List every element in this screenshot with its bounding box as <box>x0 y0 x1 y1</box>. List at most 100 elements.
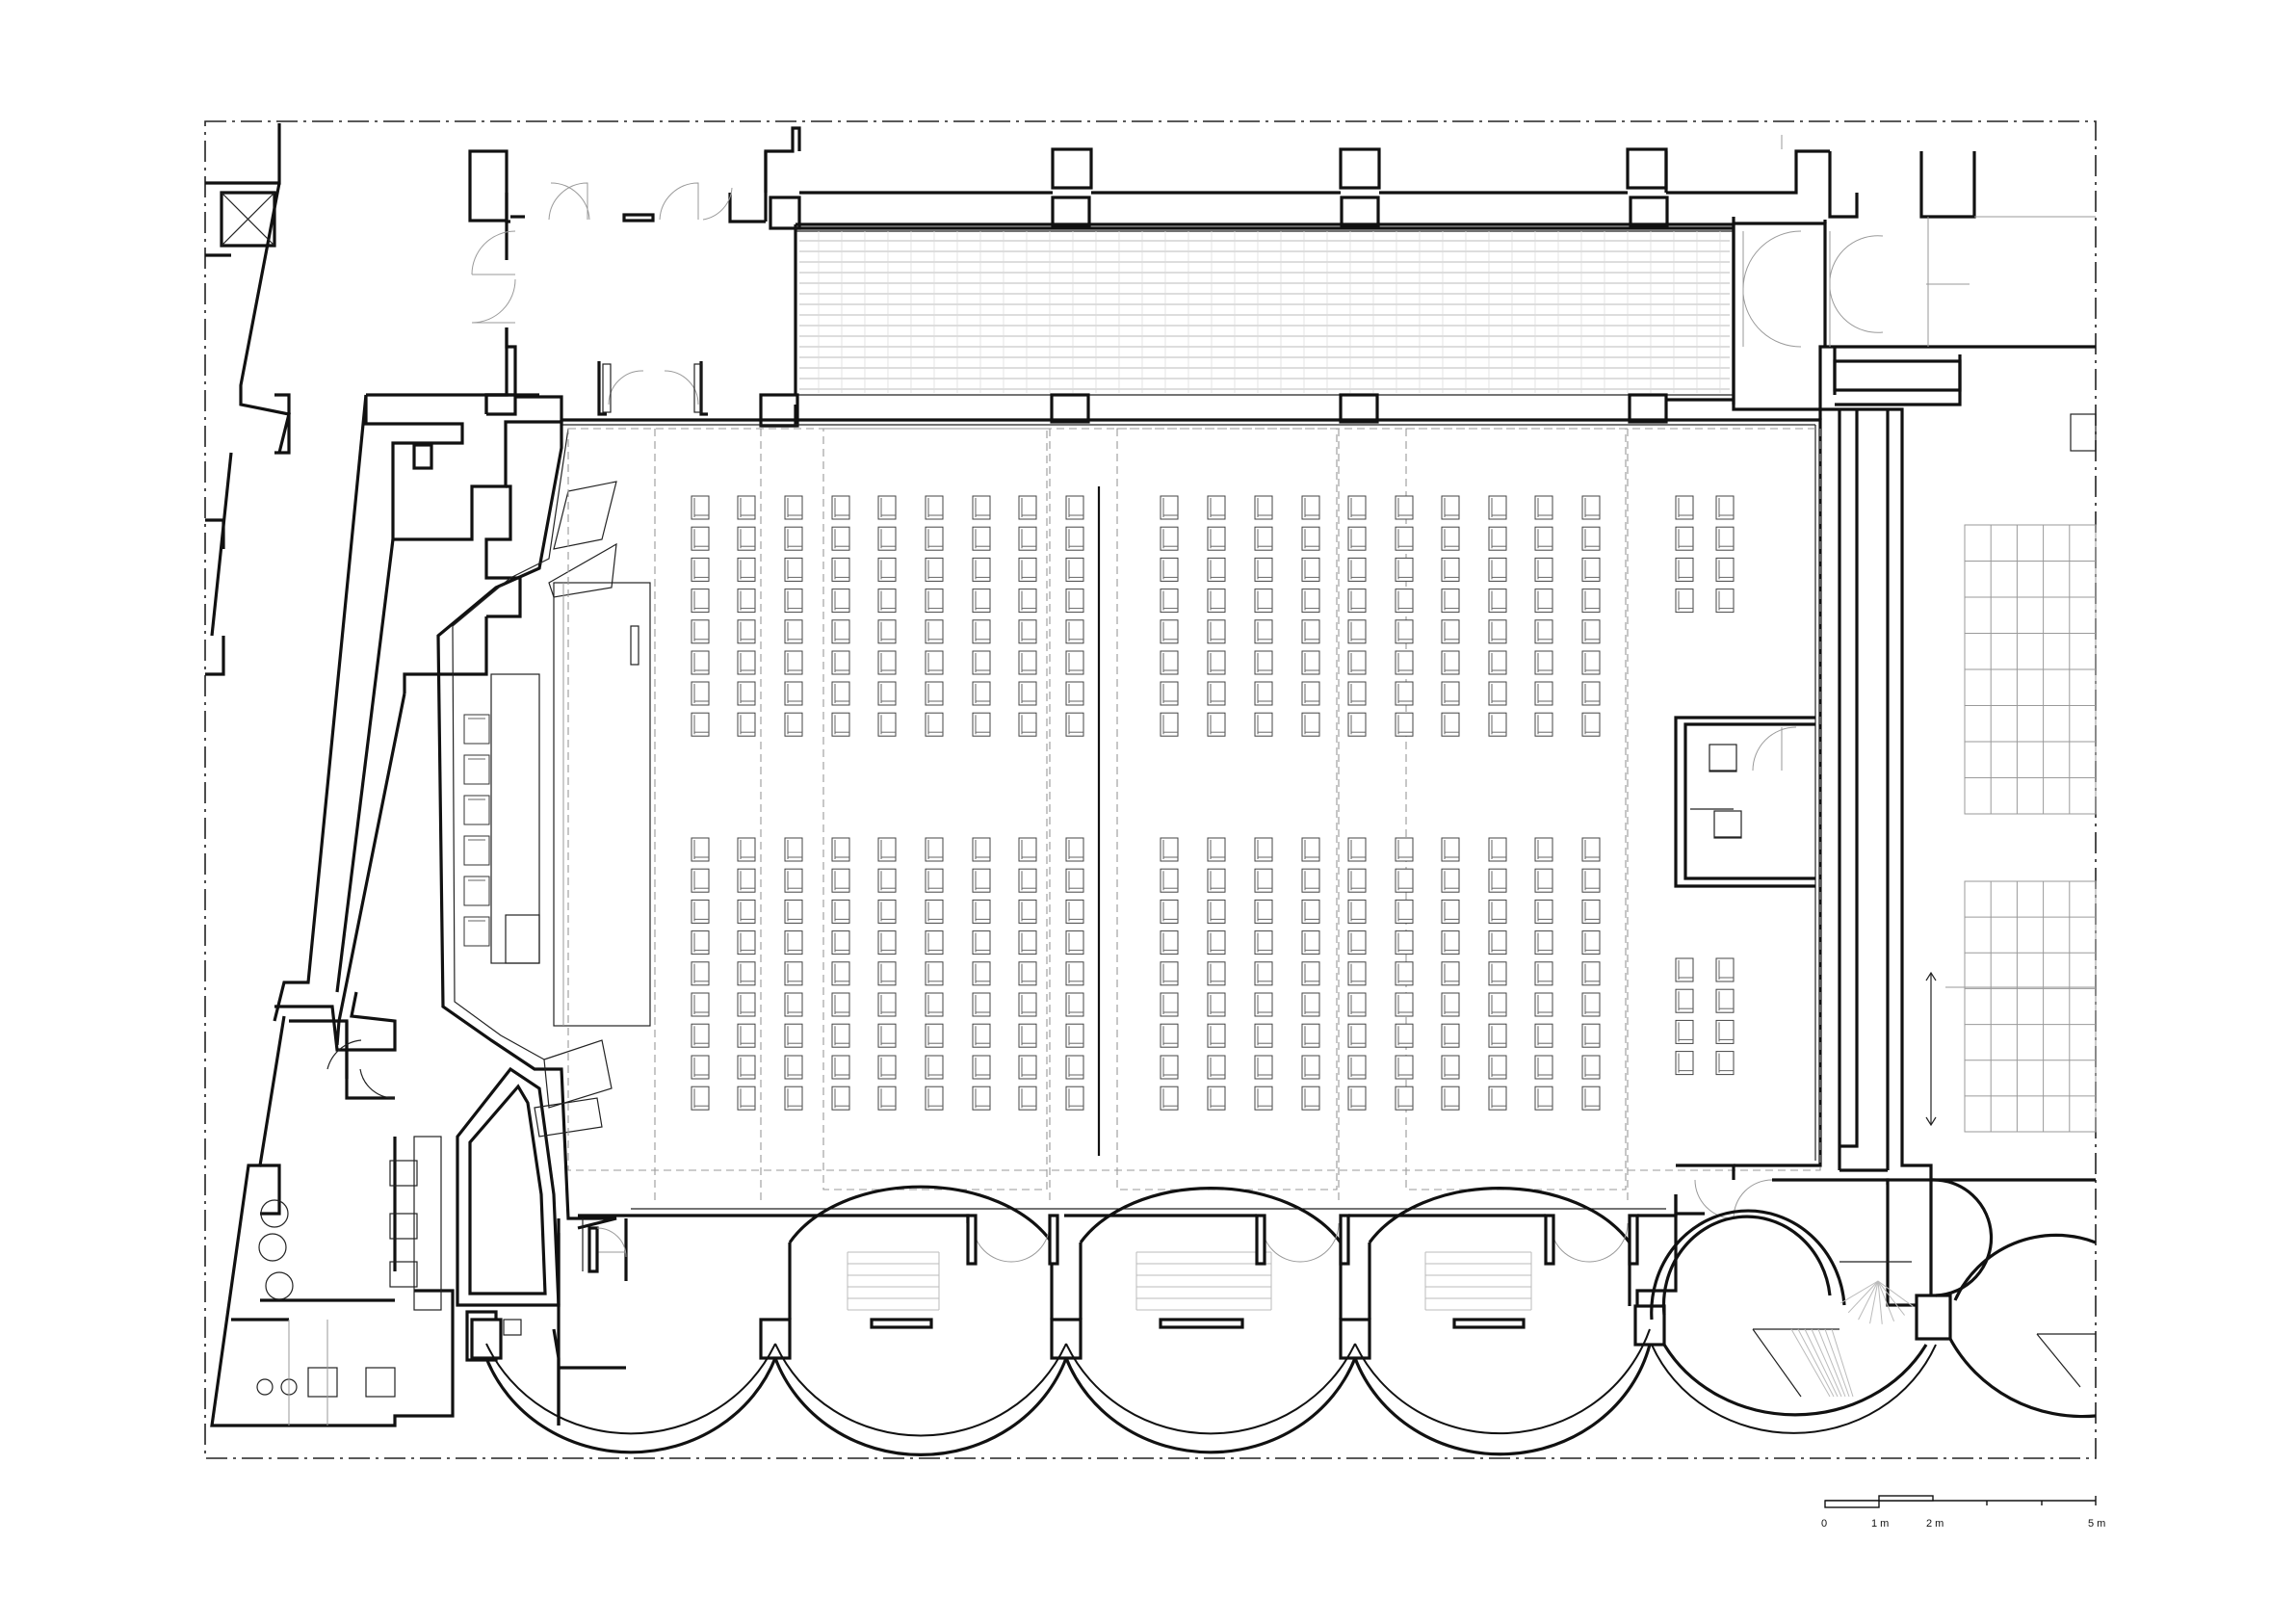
seat <box>972 961 991 986</box>
seat <box>877 650 897 675</box>
left-corridor-walls <box>273 393 563 1046</box>
seat <box>1301 712 1320 737</box>
seat <box>1065 712 1084 737</box>
seat <box>784 1055 803 1080</box>
seat <box>1254 992 1273 1017</box>
seat <box>972 619 991 644</box>
seat <box>972 650 991 675</box>
seat <box>1675 1019 1694 1044</box>
seat <box>1395 619 1414 644</box>
seat <box>925 961 944 986</box>
scale-label-1m: 1 m <box>1871 1518 1889 1530</box>
seat <box>1018 1055 1037 1080</box>
seat <box>1395 899 1414 924</box>
seat <box>1581 930 1601 955</box>
seat <box>1065 930 1084 955</box>
seat <box>1018 650 1037 675</box>
seat <box>1065 650 1084 675</box>
seat <box>784 1023 803 1048</box>
seat <box>1160 619 1179 644</box>
seat <box>1254 712 1273 737</box>
seat <box>1254 526 1273 551</box>
seat <box>1254 619 1273 644</box>
seat <box>1160 495 1179 520</box>
seat <box>1254 961 1273 986</box>
seat <box>1018 557 1037 582</box>
seat <box>1160 868 1179 893</box>
seat <box>1065 619 1084 644</box>
control-booth <box>1674 716 1815 888</box>
seat <box>972 930 991 955</box>
seat <box>1065 1055 1084 1080</box>
desk-chair <box>463 795 490 825</box>
seat <box>1675 589 1694 614</box>
seat <box>1581 619 1601 644</box>
seat <box>972 899 991 924</box>
left-neighbour-walls <box>205 123 291 676</box>
seat <box>1254 837 1273 862</box>
seat <box>831 868 850 893</box>
seat <box>784 712 803 737</box>
seat <box>1488 526 1507 551</box>
seat <box>1347 868 1367 893</box>
seat <box>877 868 897 893</box>
seat <box>925 992 944 1017</box>
seat <box>1301 837 1320 862</box>
seat <box>1254 1023 1273 1048</box>
seat <box>1065 1086 1084 1111</box>
seat <box>831 495 850 520</box>
seat <box>1488 868 1507 893</box>
seat <box>691 650 710 675</box>
seat <box>1441 837 1460 862</box>
seat <box>1395 961 1414 986</box>
seat <box>1160 557 1179 582</box>
seat <box>1488 899 1507 924</box>
seat <box>1207 1023 1226 1048</box>
seat <box>1160 837 1179 862</box>
seat <box>925 681 944 706</box>
seat <box>784 837 803 862</box>
seat <box>691 619 710 644</box>
seat <box>1441 868 1460 893</box>
seat <box>1488 992 1507 1017</box>
seat <box>1441 650 1460 675</box>
seat <box>1347 557 1367 582</box>
seat <box>877 899 897 924</box>
seat <box>877 681 897 706</box>
seat <box>1488 589 1507 614</box>
seat <box>877 1086 897 1111</box>
seat <box>972 495 991 520</box>
seat <box>1581 526 1601 551</box>
seat <box>1347 1023 1367 1048</box>
seat <box>737 1086 756 1111</box>
seat <box>1065 868 1084 893</box>
seat <box>1254 495 1273 520</box>
seat <box>1441 526 1460 551</box>
seat <box>1534 557 1553 582</box>
seat <box>1065 589 1084 614</box>
seat <box>1254 1086 1273 1111</box>
seat <box>1581 589 1601 614</box>
seat <box>877 992 897 1017</box>
seat <box>1254 681 1273 706</box>
seat <box>1301 868 1320 893</box>
seat <box>1160 681 1179 706</box>
seat <box>831 619 850 644</box>
seat <box>1301 992 1320 1017</box>
seat <box>1534 992 1553 1017</box>
seat <box>1715 1051 1735 1076</box>
seat <box>1254 868 1273 893</box>
seat <box>737 1023 756 1048</box>
scale-label-5m: 5 m <box>2088 1518 2105 1530</box>
seat <box>1207 961 1226 986</box>
seat <box>877 495 897 520</box>
seat <box>1441 712 1460 737</box>
seat <box>877 557 897 582</box>
seat <box>1441 899 1460 924</box>
seat <box>1581 899 1601 924</box>
seat <box>1488 495 1507 520</box>
seat <box>1018 930 1037 955</box>
seat <box>1715 557 1735 582</box>
seat <box>1018 961 1037 986</box>
desk-chair <box>463 835 490 866</box>
